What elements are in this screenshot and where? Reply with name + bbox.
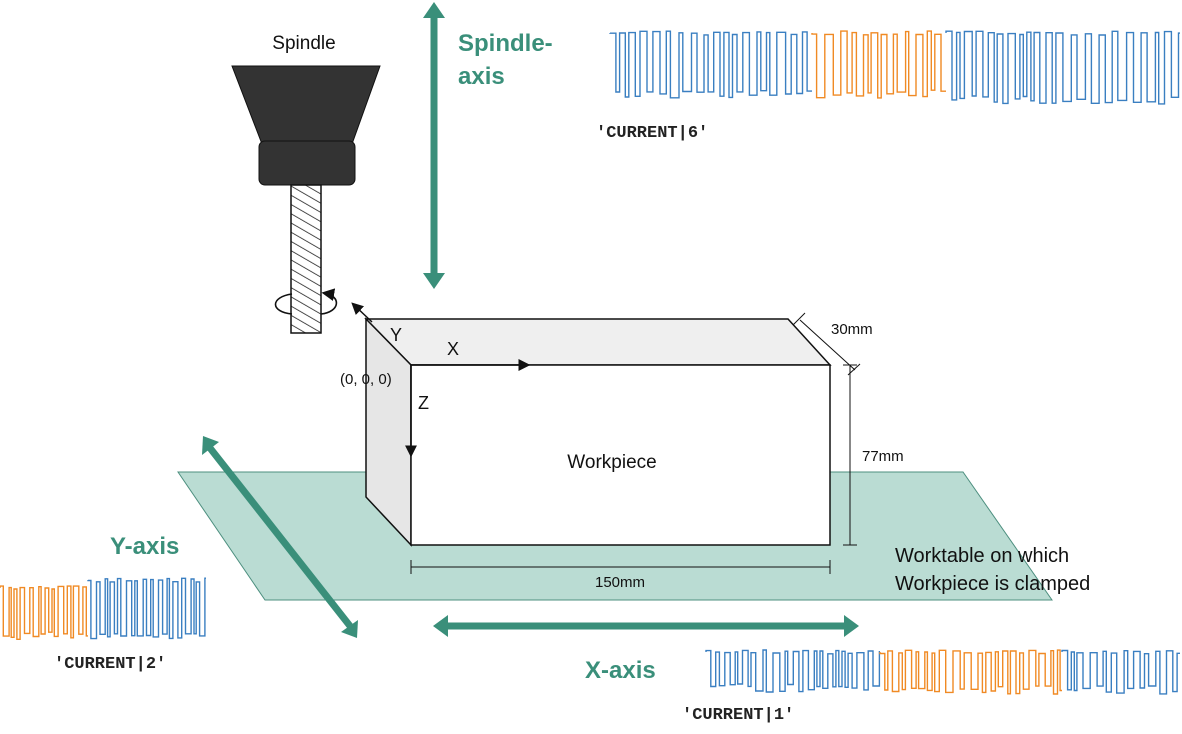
- workpiece-label: Workpiece: [567, 452, 656, 473]
- signal-trace: [1061, 649, 1180, 695]
- y-axis-label: Y-axis: [110, 533, 179, 560]
- x-axis-arrow: [433, 615, 859, 637]
- coord-x-label: X: [447, 339, 459, 359]
- workpiece: [364, 317, 832, 547]
- dim-depth-line: [799, 319, 856, 371]
- signal-trace: [609, 30, 812, 99]
- signal-trace: [87, 577, 206, 640]
- x-current-signal: [705, 649, 1180, 695]
- signal-trace: [811, 30, 946, 99]
- spindle-axis-arrow: [423, 2, 445, 289]
- x-signal-label: 'CURRENT|1': [682, 706, 794, 725]
- x-axis-label: X-axis: [585, 657, 656, 684]
- dim-depth-tick1: [792, 312, 806, 326]
- workpiece-top-face: [364, 318, 832, 366]
- y-direction-arrow: [351, 302, 373, 323]
- y-current-signal: [0, 577, 206, 640]
- workpiece-front-face: [410, 364, 831, 546]
- spindle: [231, 65, 381, 334]
- origin-label: (0, 0, 0): [340, 371, 392, 388]
- signal-trace: [705, 649, 881, 693]
- rotation-arrow-icon: [274, 293, 338, 315]
- worktable-label-line2: Workpiece is clamped: [895, 573, 1090, 595]
- dim-depth-label: 30mm: [831, 321, 873, 338]
- coord-y-label: Y: [390, 325, 402, 345]
- dim-length-label: 150mm: [595, 574, 645, 591]
- signal-trace: [945, 30, 1180, 105]
- spindle-axis-label-line2: axis: [458, 63, 505, 90]
- y-signal-label: 'CURRENT|2': [54, 655, 166, 674]
- spindle-signal-label: 'CURRENT|6': [596, 124, 708, 143]
- spindle-collar: [258, 140, 356, 186]
- y-axis-arrow: [202, 436, 358, 638]
- spindle-tool: [290, 184, 322, 334]
- dim-height-label: 77mm: [862, 448, 904, 465]
- signal-trace: [879, 649, 1062, 695]
- worktable-label-line1: Worktable on which: [895, 545, 1069, 567]
- coord-z-label: Z: [418, 393, 429, 413]
- spindle-label: Spindle: [272, 33, 335, 54]
- spindle-axis-label-line1: Spindle-: [458, 30, 553, 57]
- spindle-housing: [231, 65, 381, 145]
- signal-trace: [0, 585, 88, 640]
- spindle-current-signal: [609, 30, 1180, 105]
